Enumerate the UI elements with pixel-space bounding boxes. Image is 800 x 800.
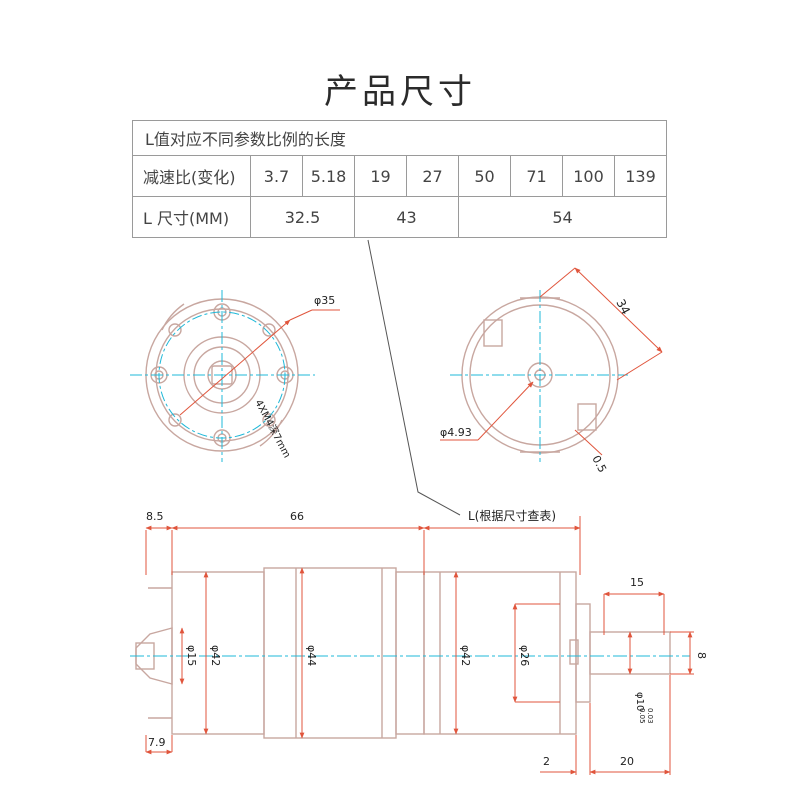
front-hole-label: 4XM4深7mm bbox=[252, 398, 293, 460]
ratio-cell: 3.7 bbox=[250, 155, 303, 197]
dim-20: 20 bbox=[620, 755, 634, 768]
dim-L: L(根据尺寸查表) bbox=[468, 509, 556, 523]
rear-view: 34 φ4.93 0.5 bbox=[440, 267, 663, 475]
dim-8-5: 8.5 bbox=[146, 510, 164, 523]
dim-phi15: φ15 bbox=[185, 645, 198, 666]
front-view: φ35 4XM4深7mm bbox=[130, 290, 340, 462]
dim-phi42-a: φ42 bbox=[209, 645, 222, 666]
rear-width-label: 34 bbox=[613, 297, 633, 317]
ratio-cell: 71 bbox=[510, 155, 563, 197]
length-row-label: L 尺寸(MM) bbox=[132, 196, 251, 238]
ratio-cell: 27 bbox=[406, 155, 459, 197]
dim-phi42-b: φ42 bbox=[459, 645, 472, 666]
dim-8: 8 bbox=[695, 652, 708, 659]
side-view: 8.5 66 L(根据尺寸查表) 15 φ15 φ42 φ44 φ42 φ26 … bbox=[130, 509, 708, 775]
length-table: L值对应不同参数比例的长度 减速比(变化) 3.7 5.18 19 27 50 … bbox=[132, 120, 667, 238]
length-cell: 32.5 bbox=[250, 196, 355, 238]
dim-66: 66 bbox=[290, 510, 304, 523]
dim-phi44: φ44 bbox=[305, 645, 318, 666]
ratio-cell: 100 bbox=[562, 155, 615, 197]
dim-2: 2 bbox=[543, 755, 550, 768]
length-cell: 54 bbox=[458, 196, 667, 238]
front-dia-label: φ35 bbox=[314, 294, 335, 307]
table-header: L值对应不同参数比例的长度 bbox=[132, 120, 667, 156]
dim-tol-lower: 0.05 bbox=[638, 708, 646, 724]
motor-body bbox=[423, 571, 577, 735]
dim-phi26: φ26 bbox=[518, 645, 531, 666]
page-title: 产品尺寸 bbox=[324, 72, 476, 112]
dim-tol-upper: 0.03 bbox=[646, 708, 654, 724]
length-cell: 43 bbox=[354, 196, 459, 238]
length-row: L 尺寸(MM) 32.5 43 54 bbox=[132, 196, 667, 238]
ratio-cell: 50 bbox=[458, 155, 511, 197]
rear-gap-label: 0.5 bbox=[589, 453, 609, 475]
ratio-row: 减速比(变化) 3.7 5.18 19 27 50 71 100 139 bbox=[132, 155, 667, 197]
table-leader-line bbox=[367, 239, 461, 516]
ratio-cell: 139 bbox=[614, 155, 667, 197]
rear-dia-label: φ4.93 bbox=[440, 426, 472, 439]
dim-15-top: 15 bbox=[630, 576, 644, 589]
dim-phi10: φ10 bbox=[634, 692, 645, 711]
dim-7-9: 7.9 bbox=[148, 736, 166, 749]
